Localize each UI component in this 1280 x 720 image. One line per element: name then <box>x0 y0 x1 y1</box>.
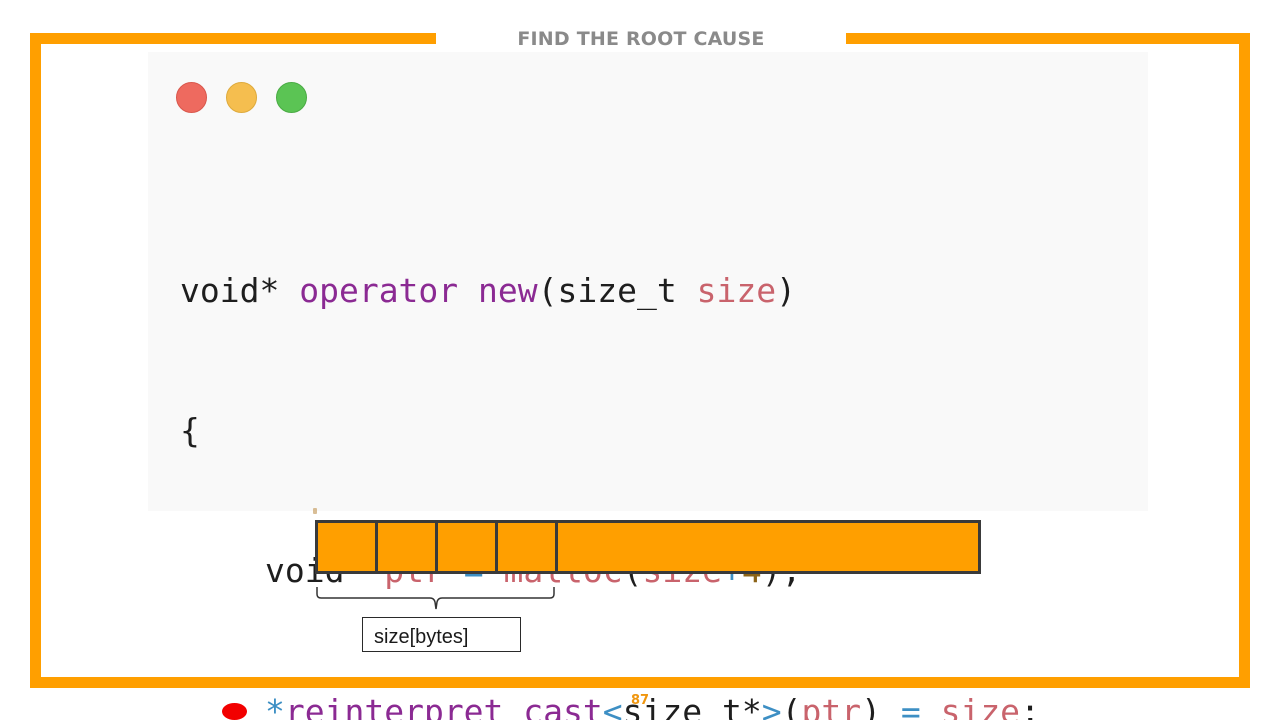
code-token: ptr <box>801 691 862 720</box>
code-token: ) <box>776 270 796 310</box>
title-gap <box>436 28 846 50</box>
code-token <box>921 692 941 720</box>
code-token: ( <box>781 691 802 720</box>
code-window: void* operator new(size_t size) { void* … <box>148 52 1148 720</box>
code-token: new <box>478 270 538 310</box>
code-token: * <box>265 691 285 720</box>
close-window-dot-icon <box>176 82 207 113</box>
code-token: size <box>696 270 777 310</box>
code-token: < <box>602 691 623 720</box>
breakpoint-icon[interactable] <box>222 702 247 720</box>
header-byte-cell <box>378 523 438 571</box>
payload-cell <box>558 523 978 571</box>
header-byte-cell <box>498 523 558 571</box>
header-byte-cell <box>318 523 378 571</box>
code-line-1: void* operator new(size_t size) <box>180 268 1060 315</box>
code-token: { <box>180 410 200 450</box>
code-token <box>458 271 478 310</box>
header-byte-cell <box>438 523 498 571</box>
code-token: void* <box>180 270 300 310</box>
maximize-window-dot-icon <box>276 82 307 113</box>
code-line-4: *reinterpret_cast<size_t*>(ptr) = size; <box>180 689 1060 720</box>
curly-brace-icon <box>316 587 555 610</box>
code-block: void* operator new(size_t size) { void* … <box>180 174 1060 720</box>
code-line-2: { <box>180 408 1060 455</box>
pointer-marker <box>313 508 317 514</box>
memory-block <box>315 520 981 574</box>
code-token: = <box>900 691 921 720</box>
slide-title: FIND THE ROOT CAUSE <box>517 28 765 50</box>
code-token: ; <box>1020 691 1040 720</box>
code-token: (size_t <box>537 270 697 310</box>
code-token: reinterpret_cast <box>284 691 603 720</box>
code-token: size_t* <box>622 691 762 720</box>
code-token: size <box>940 691 1021 720</box>
code-token: ) <box>861 691 901 720</box>
size-bytes-label: size[bytes] <box>362 617 521 652</box>
code-token: > <box>761 691 782 720</box>
page-number: 87 <box>630 693 650 708</box>
code-token: operator <box>299 270 459 310</box>
minimize-window-dot-icon <box>226 82 257 113</box>
